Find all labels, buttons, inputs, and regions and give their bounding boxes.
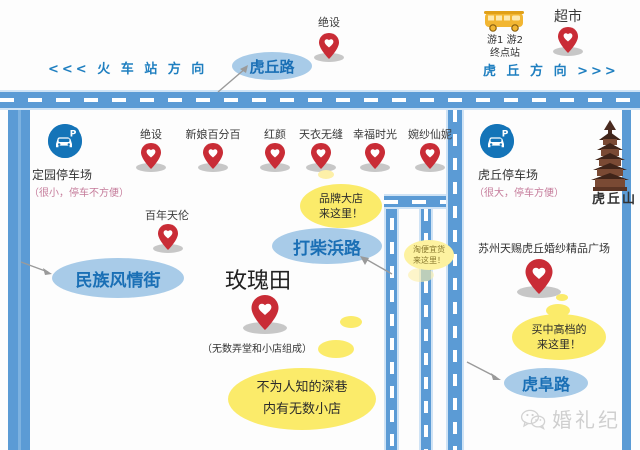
- road-edge: [384, 194, 446, 196]
- road-edge: [419, 209, 421, 450]
- decor-blob: [318, 170, 334, 179]
- road-edge: [0, 90, 640, 92]
- road-label-hufu-road: 虎阜路: [504, 368, 588, 398]
- road-dash: [389, 194, 394, 450]
- callout-line2: 来这里！: [537, 338, 581, 351]
- dingyuan-parking-label: 定园停车场: [32, 168, 93, 182]
- road-label-text: 虎阜路: [521, 375, 570, 394]
- svg-text:P: P: [70, 130, 77, 140]
- parking-car-icon: P: [480, 124, 514, 158]
- huqiu-parking-note: （很大，停车方便）: [474, 188, 564, 199]
- callout-line2: 来这里！: [413, 256, 445, 265]
- map-pin-icon: [243, 294, 287, 334]
- map-pin-icon: [153, 223, 183, 253]
- shop-label-top: 绝设: [318, 16, 340, 29]
- arrow-huqiu-road: [217, 65, 248, 93]
- road-edge: [384, 194, 386, 450]
- map-pin-icon: [415, 142, 445, 172]
- callout-line2: 来这里！: [319, 207, 363, 220]
- map-pin-icon: [306, 142, 336, 172]
- supermarket-label: 超市: [554, 9, 582, 25]
- road-edge: [446, 110, 448, 450]
- map-pin-icon: [260, 142, 290, 172]
- bus-stop-line1: 游1 游2: [487, 35, 523, 46]
- huqiu-parking-label: 虎丘停车场: [478, 168, 539, 182]
- map-pin-icon: [517, 258, 561, 298]
- pagoda-icon: [588, 118, 629, 191]
- shop-label: 婉纱仙妮: [408, 128, 452, 141]
- decor-blob: [546, 304, 570, 317]
- bus-stop-label: 游1 游2 终点站: [470, 34, 540, 60]
- callout-line1: 淘便宜货: [413, 245, 445, 254]
- shop-label: 绝设: [140, 128, 162, 141]
- road-label-huqiu-road: 虎丘路: [232, 52, 312, 80]
- callout-line1: 不为人知的深巷: [256, 380, 348, 395]
- decor-blob: [556, 294, 568, 301]
- road-loop-left-branch: [384, 194, 399, 450]
- callout-brand-stores: 品牌大店 来这里！: [300, 184, 382, 228]
- decor-blob: [318, 340, 354, 358]
- road-horizontal-huqiu: [0, 90, 640, 110]
- watermark: 婚礼纪: [520, 404, 621, 433]
- landmark-label-huqiushan: 虎丘山: [592, 192, 638, 207]
- parking-car-icon: P: [48, 124, 82, 158]
- map-pin-icon: [553, 26, 583, 56]
- road-edge: [0, 108, 640, 110]
- road-edge: [462, 110, 464, 450]
- train-station-direction: <<< 火 车 站 方 向: [48, 62, 208, 77]
- callout-midhigh-end: 买中高档的 来这里！: [512, 314, 606, 360]
- callout-line1: 买中高档的: [531, 323, 587, 336]
- arrow-dachaibang-road: [360, 256, 393, 275]
- callout-cheap-goods: 淘便宜货 来这里！: [404, 240, 454, 270]
- road-vertical-left: [8, 110, 30, 450]
- map-pin-icon: [198, 142, 228, 172]
- road-edge: [431, 209, 433, 450]
- road-dash: [424, 209, 428, 450]
- arrow-hufu-road: [466, 361, 501, 380]
- road-dash: [453, 110, 457, 450]
- bus-icon: [483, 10, 527, 34]
- decor-blob: [340, 316, 362, 328]
- road-label-text: 民族风情街: [75, 270, 161, 291]
- map-pin-icon: [314, 32, 344, 62]
- bus-stop-line2: 终点站: [490, 48, 520, 59]
- shop-label: 天衣无缝: [299, 128, 343, 141]
- shop-label-bainian: 百年天伦: [145, 209, 189, 222]
- road-label-text: 虎丘路: [249, 57, 295, 76]
- road-dash: [384, 199, 446, 204]
- road-label-text: 打柴浜路: [293, 238, 361, 259]
- road-edge: [397, 194, 399, 450]
- road-dash: [0, 98, 640, 102]
- road-vertical-right: [622, 110, 631, 450]
- svg-text:P: P: [502, 130, 509, 140]
- page-title-meiguitian: 玫瑰田: [225, 269, 292, 294]
- plaza-label: 苏州天赐虎丘婚纱精品广场: [478, 242, 610, 255]
- shop-label: 新娘百分百: [185, 128, 241, 141]
- callout-line1: 品牌大店: [319, 192, 363, 205]
- callout-hidden-alley: 不为人知的深巷 内有无数小店: [228, 368, 376, 430]
- map-pin-icon: [360, 142, 390, 172]
- decor-blob: [408, 268, 434, 282]
- center-area-note: （无数弄堂和小店组成）: [202, 344, 312, 355]
- watermark-text: 婚礼纪: [552, 408, 621, 432]
- road-loop-top-branch: [384, 194, 446, 209]
- callout-line2: 内有无数小店: [262, 402, 341, 417]
- road-vertical-center: [446, 110, 464, 450]
- road-label-minzu-street: 民族风情街: [52, 258, 184, 298]
- road-center-line: [18, 110, 21, 450]
- dingyuan-parking-note: （很小，停车不方便）: [29, 188, 129, 199]
- shop-label: 幸福时光: [353, 128, 397, 141]
- huqiu-direction: 虎 丘 方 向 >>>: [483, 64, 619, 79]
- shop-label: 红颜: [264, 128, 286, 141]
- arrow-minzu-street: [20, 261, 52, 275]
- road-edge: [384, 207, 446, 209]
- wechat-icon: [520, 408, 546, 430]
- map-pin-icon: [136, 142, 166, 172]
